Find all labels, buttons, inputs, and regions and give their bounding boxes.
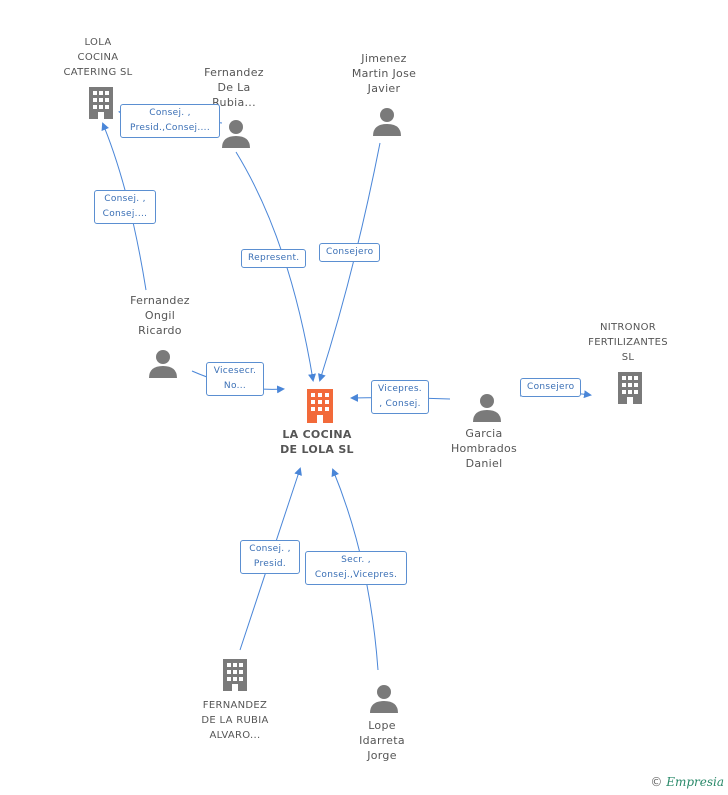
- edge-label-ongil-to-lola[interactable]: Consej. , Consej....: [94, 190, 156, 224]
- edge-label-alvaro-to-main[interactable]: Consej. , Presid.: [240, 540, 300, 574]
- fernandez-alvaro-label[interactable]: FERNANDEZ DE LA RUBIA ALVARO...: [201, 700, 269, 741]
- copyright-icon: ©: [650, 775, 663, 789]
- lola-catering-label[interactable]: LOLA COCINA CATERING SL: [63, 37, 133, 78]
- garcia-person-icon[interactable]: [472, 392, 502, 422]
- edge-label-ongil-to-main[interactable]: Vicesecr. No...: [206, 362, 264, 396]
- edge-label-lope-to-main[interactable]: Secr. , Consej.,Vicepres.: [305, 551, 407, 585]
- nitronor-building-icon[interactable]: [615, 371, 645, 405]
- edge-label-garcia-to-nitronor[interactable]: Consejero: [520, 378, 582, 397]
- lope-label[interactable]: Lope Idarreta Jorge: [359, 719, 405, 762]
- edge-label-garcia-to-main[interactable]: Vicepres. , Consej.: [371, 380, 429, 414]
- fernandez-ongil-person-icon[interactable]: [148, 348, 178, 378]
- edge-label-jimenez-to-main[interactable]: Consejero: [319, 243, 381, 262]
- fernandez-ongil-label[interactable]: Fernandez Ongil Ricardo: [130, 294, 190, 337]
- garcia-label[interactable]: Garcia Hombrados Daniel: [450, 427, 518, 470]
- fernandez-alvaro-building-icon[interactable]: [220, 658, 250, 692]
- footer-brand: © Empresia: [650, 775, 724, 789]
- edge-label-rubia-to-main[interactable]: Represent.: [241, 249, 307, 268]
- main-company-label[interactable]: LA COCINA DE LOLA SL: [280, 428, 354, 456]
- edge-label-rubia-to-lola[interactable]: Consej. , Presid.,Consej....: [120, 104, 220, 138]
- nitronor-label[interactable]: NITRONOR FERTILIZANTES SL: [588, 322, 668, 363]
- lope-person-icon[interactable]: [369, 683, 399, 713]
- jimenez-person-icon[interactable]: [372, 106, 402, 136]
- fernandez-rubia-label[interactable]: Fernandez De La Rubia...: [204, 66, 264, 109]
- jimenez-label[interactable]: Jimenez Martin Jose Javier: [351, 52, 417, 95]
- brand-name: Empresia: [666, 775, 724, 789]
- edge-jimenez-to-main: [318, 142, 381, 382]
- fernandez-rubia-person-icon[interactable]: [221, 118, 251, 148]
- lola-catering-building-icon[interactable]: [86, 86, 116, 120]
- main-company-icon[interactable]: [305, 388, 335, 424]
